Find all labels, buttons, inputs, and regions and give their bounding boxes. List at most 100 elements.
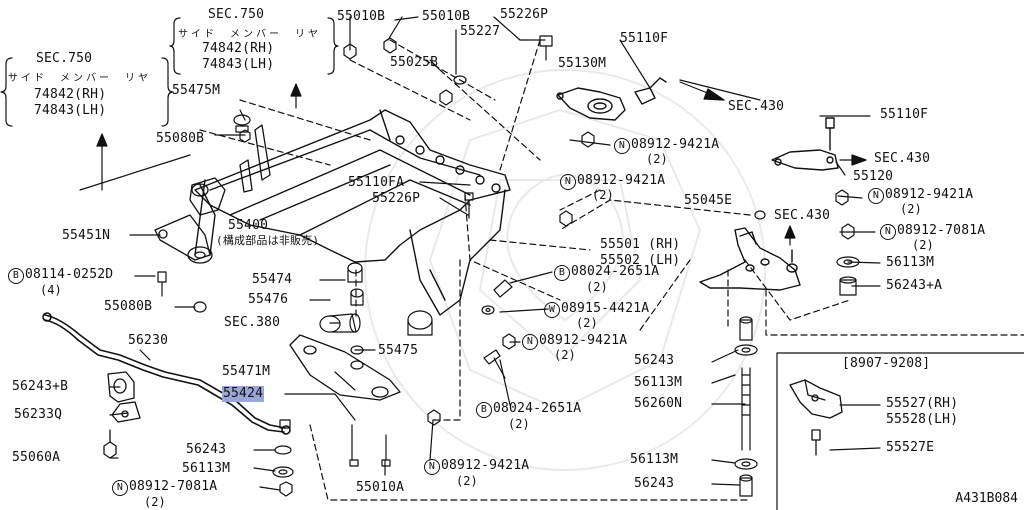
label-sec430-top: SEC.430 bbox=[728, 99, 785, 114]
arrow-up-left-icon bbox=[96, 133, 108, 191]
label-55226p-mid: 55226P bbox=[372, 191, 421, 206]
label-56113m-r: 56113M bbox=[886, 255, 935, 270]
label-sec380: SEC.380 bbox=[224, 315, 281, 330]
label-sec430-mid: SEC.430 bbox=[774, 208, 831, 223]
qty-b1: (4) bbox=[40, 283, 62, 297]
sec750-top-rh: 74842(RH) bbox=[202, 41, 275, 56]
label-56243a-r: 56243+A bbox=[886, 278, 943, 293]
qty-n4: (2) bbox=[912, 238, 934, 252]
label-55226p-top: 55226P bbox=[500, 7, 549, 22]
label-56243b: 56243+B bbox=[12, 379, 69, 394]
qty-n6: (2) bbox=[456, 474, 478, 488]
label-55227: 55227 bbox=[460, 24, 501, 39]
label-55527rh: 55527(RH) bbox=[886, 396, 959, 411]
label-55528lh: 55528(LH) bbox=[886, 412, 959, 427]
label-56243-rb: 56243 bbox=[634, 476, 675, 491]
link-55120 bbox=[771, 117, 839, 171]
qty-w1: (2) bbox=[576, 316, 598, 330]
label-55501: 55501 (RH) bbox=[600, 237, 681, 252]
sec750-top-lh: 74843(LH) bbox=[202, 57, 275, 72]
right-shock-stack bbox=[734, 316, 758, 497]
right-side-hardware bbox=[559, 131, 860, 296]
label-56230: 56230 bbox=[128, 333, 169, 348]
bottom-stack-parts bbox=[272, 419, 294, 497]
label-56260n: 56260N bbox=[634, 396, 683, 411]
qty-n2: (2) bbox=[592, 188, 614, 202]
qty-n1: (2) bbox=[646, 152, 668, 166]
label-55110fa: 55110FA bbox=[348, 175, 405, 190]
label-55010b-a: 55010B bbox=[337, 9, 386, 24]
stabilizer-bushing-left bbox=[103, 371, 141, 459]
label-55060a: 55060A bbox=[12, 450, 61, 465]
mount-bracket-55451n bbox=[154, 214, 213, 264]
label-55476: 55476 bbox=[248, 292, 289, 307]
qty-b3: (2) bbox=[508, 417, 530, 431]
label-55475m: 55475M bbox=[172, 83, 221, 98]
label-55110f-right: 55110F bbox=[880, 107, 929, 122]
sec750-top-brace bbox=[169, 17, 339, 75]
lower-arm-55501 bbox=[699, 227, 801, 291]
label-55471m: 55471M bbox=[222, 364, 271, 379]
sec750-left-title: SEC.750 bbox=[36, 51, 93, 66]
label-55400: 55400 bbox=[228, 218, 269, 233]
inset-range: [8907-9208] bbox=[842, 356, 931, 371]
arrow-right-mid-icon bbox=[839, 154, 867, 166]
label-55080b-top: 55080B bbox=[156, 131, 205, 146]
label-55475: 55475 bbox=[378, 343, 419, 358]
sec750-left-rh: 74842(RH) bbox=[34, 87, 107, 102]
arrow-right-top-icon bbox=[679, 81, 725, 101]
sec750-top-title: SEC.750 bbox=[208, 7, 265, 22]
label-56243-mid: 56243 bbox=[634, 353, 675, 368]
hardware-parts bbox=[157, 35, 553, 467]
label-55010b-b: 55010B bbox=[422, 9, 471, 24]
qty-n3: (2) bbox=[900, 202, 922, 216]
sec750-left-lh: 74843(LH) bbox=[34, 103, 107, 118]
upper-arm-55130m bbox=[556, 77, 667, 121]
label-55424-highlighted[interactable]: 55424 bbox=[222, 386, 265, 402]
inset-bracket-55527 bbox=[789, 379, 843, 456]
label-55110f-top: 55110F bbox=[620, 31, 669, 46]
label-55474: 55474 bbox=[252, 272, 293, 287]
label-56233q: 56233Q bbox=[14, 407, 63, 422]
label-55120: 55120 bbox=[853, 169, 894, 184]
diagram-ref-code: A431B084 bbox=[955, 491, 1018, 506]
label-55502: 55502 (LH) bbox=[600, 253, 681, 268]
label-55527e: 55527E bbox=[886, 440, 935, 455]
arrow-sec430-mid-icon bbox=[784, 225, 796, 246]
qty-n5: (2) bbox=[554, 348, 576, 362]
sec750-left-desc: サイド メンバー リヤ bbox=[8, 73, 151, 84]
label-56113m-bot: 56113M bbox=[182, 461, 231, 476]
subframe-left-bracket bbox=[189, 124, 271, 216]
label-55025b: 55025B bbox=[390, 55, 439, 70]
sec750-left-brace bbox=[0, 57, 174, 127]
label-sec430-right: SEC.430 bbox=[874, 151, 931, 166]
note-not-sold: (構成部品は非販売) bbox=[216, 234, 320, 247]
sec750-top-desc: サイド メンバー リヤ bbox=[178, 29, 321, 40]
label-55080b-bot: 55080B bbox=[104, 299, 153, 314]
label-56243-bot: 56243 bbox=[186, 442, 227, 457]
label-55130m: 55130M bbox=[558, 56, 607, 71]
label-55451n: 55451N bbox=[62, 228, 111, 243]
arrow-up-top-icon bbox=[290, 83, 302, 109]
label-56113m-rb: 56113M bbox=[630, 452, 679, 467]
member-plate-55471m bbox=[289, 334, 401, 401]
qty-b2: (2) bbox=[586, 280, 608, 294]
subframe-crossmember bbox=[194, 109, 511, 316]
inset-frame bbox=[776, 352, 1024, 510]
label-55045e: 55045E bbox=[684, 193, 733, 208]
label-55010a: 55010A bbox=[356, 480, 405, 495]
qty-n7: (2) bbox=[144, 495, 166, 509]
